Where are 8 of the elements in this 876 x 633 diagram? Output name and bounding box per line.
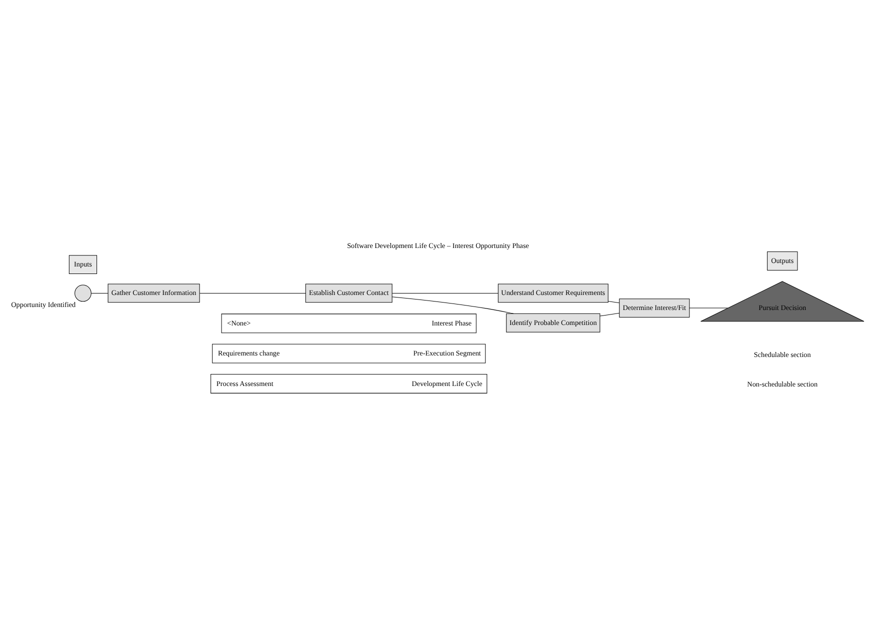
- connector: [392, 296, 514, 314]
- node-circle: [74, 284, 92, 302]
- connector: [689, 307, 728, 308]
- connector: [608, 300, 620, 303]
- connector: [392, 292, 498, 293]
- connector: [600, 312, 620, 316]
- connector: [200, 292, 306, 293]
- connector: [90, 292, 108, 293]
